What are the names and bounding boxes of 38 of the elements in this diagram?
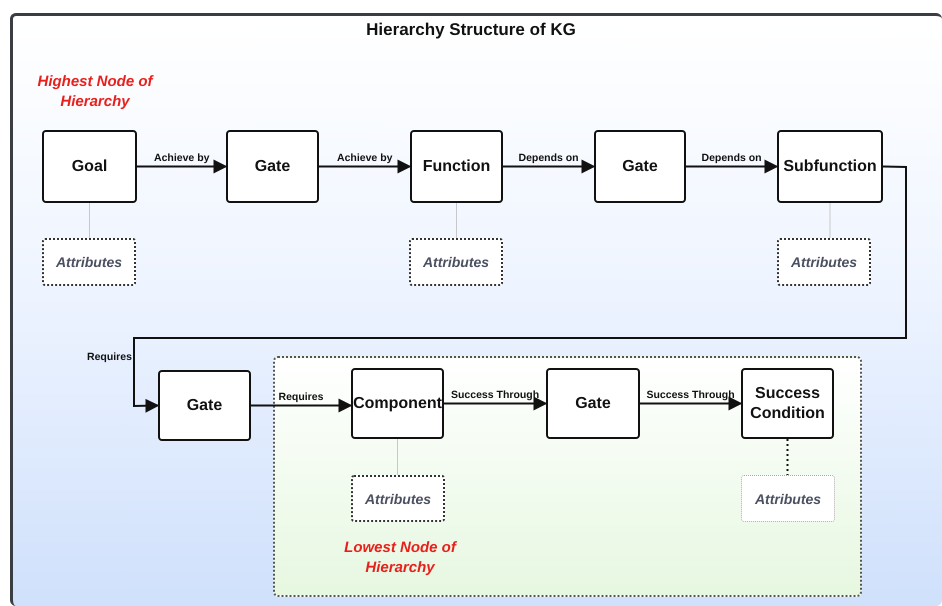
process-box: Goal (42, 130, 137, 203)
arrow (137, 160, 228, 174)
process-box: Gate (594, 130, 686, 203)
process-box: Component (351, 368, 444, 439)
attribute-box: Attributes (741, 475, 835, 522)
process-box: Subfunction (777, 130, 883, 203)
note-text: Lowest Node of Hierarchy (343, 538, 458, 577)
process-box: Success Condition (741, 368, 834, 439)
edge-label: Achieve by (154, 152, 210, 164)
connector-line (786, 439, 788, 475)
process-box: Gate (158, 370, 251, 441)
process-box: Gate (226, 130, 319, 203)
edge-label: Success Through (646, 388, 735, 400)
connector-line (456, 202, 457, 238)
attribute-box: Attributes (351, 475, 445, 522)
arrow (444, 396, 548, 410)
process-box: Gate (546, 368, 640, 439)
edge-label: Achieve by (337, 152, 392, 164)
edge-label: Depends on (702, 152, 762, 164)
note-text: Highest Node of Hierarchy (36, 72, 155, 111)
attribute-box: Attributes (42, 238, 136, 286)
attribute-box: Attributes (409, 238, 503, 286)
connector-line (89, 202, 90, 238)
edge-label: Success Through (451, 388, 540, 400)
diagram-title: Hierarchy Structure of KG (365, 20, 577, 40)
connector-line (397, 438, 398, 476)
arrow (251, 398, 352, 412)
arrow (319, 160, 412, 174)
arrow (133, 166, 907, 413)
arrow (686, 160, 778, 174)
edge-label: Requires (87, 351, 132, 363)
group-panel (273, 356, 862, 597)
edge-label: Requires (278, 390, 324, 402)
arrow (503, 160, 596, 174)
arrow (640, 396, 742, 410)
edge-label: Depends on (518, 152, 579, 164)
process-box: Function (410, 130, 503, 203)
attribute-box: Attributes (777, 238, 871, 286)
